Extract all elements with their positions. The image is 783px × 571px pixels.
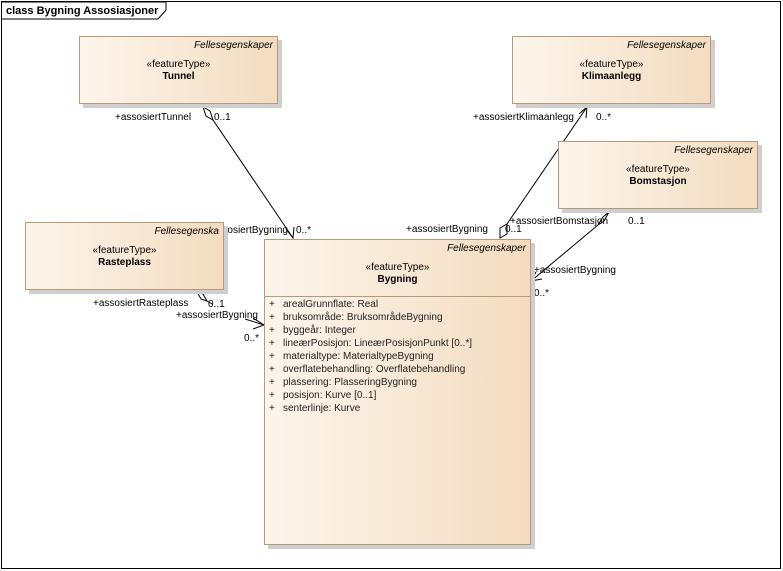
role-assosiert-bygning-klimaanlegg: +assosiertBygning — [406, 224, 488, 235]
class-name: Bomstasjon — [629, 176, 687, 187]
frame-title-tab — [2, 1, 167, 20]
role-assosiert-bygning-bomstasjon: +assosiertBygning — [534, 265, 616, 276]
attribute-text: lineærPosisjon: LineærPosisjonPunkt [0..… — [283, 338, 472, 349]
visibility-marker: + — [269, 312, 275, 323]
multiplicity-tunnel: 0..1 — [214, 112, 231, 123]
attribute-row[interactable]: + bruksområde: BruksområdeBygning — [269, 311, 472, 324]
role-assosiert-tunnel: +assosiertTunnel — [115, 112, 191, 123]
multiplicity-bygning-klimaanlegg: 0..1 — [505, 224, 522, 235]
stereotype-label: «featureType» — [146, 59, 211, 70]
visibility-marker: + — [269, 390, 275, 401]
attribute-text: senterlinje: Kurve — [283, 403, 361, 414]
arrowhead-icon — [285, 226, 295, 240]
attribute-row[interactable]: + senterlinje: Kurve — [269, 402, 472, 415]
visibility-marker: + — [269, 299, 275, 310]
package-label: Fellesegenskaper — [447, 243, 526, 254]
multiplicity-bygning-rasteplass: 0..* — [244, 333, 259, 344]
association-tunnel[interactable] — [202, 105, 295, 240]
association-line-short — [206, 300, 213, 305]
stereotype-label: «featureType» — [626, 164, 690, 175]
visibility-marker: + — [269, 351, 275, 362]
association-line — [212, 119, 294, 239]
multiplicity-bomstasjon: 0..1 — [628, 216, 645, 227]
attribute-list: + arealGrunnflate: Real + bruksområde: Bruk… — [269, 298, 472, 415]
compartment-divider — [265, 296, 530, 297]
attribute-text: byggeår: Integer — [283, 325, 356, 336]
stereotype-label: «featureType» — [92, 245, 157, 256]
frame-title: class Bygning Assosiasjoner — [6, 5, 159, 17]
class-bomstasjon[interactable]: Fellesegenskaper «featureType» Bomstasjo… — [558, 141, 758, 209]
package-label: Fellesegenskaper — [627, 40, 706, 51]
attribute-text: bruksområde: BruksområdeBygning — [283, 312, 443, 323]
visibility-marker: + — [269, 364, 275, 375]
class-name: Rasteplass — [98, 257, 151, 268]
association-line-short — [608, 208, 618, 213]
class-klimaanlegg[interactable]: Fellesegenskaper «featureType» Klimaanle… — [512, 36, 711, 104]
association-line — [506, 106, 588, 225]
association-bomstasjon[interactable] — [530, 208, 618, 282]
role-assosiert-klimaanlegg: +assosiertKlimaanlegg — [473, 112, 574, 123]
attribute-text: arealGrunnflate: Real — [283, 299, 379, 310]
association-line — [530, 224, 599, 282]
attribute-row[interactable]: + lineærPosisjon: LineærPosisjonPunkt [0.… — [269, 337, 472, 350]
role-assosiert-bygning-rasteplass: +assosiertBygning — [176, 310, 258, 321]
aggregation-diamond-icon — [202, 105, 214, 122]
aggregation-diamond-icon — [499, 223, 508, 239]
attribute-row[interactable]: + plassering: PlasseringBygning — [269, 376, 472, 389]
association-rasteplass[interactable] — [195, 291, 266, 330]
class-name: Klimaanlegg — [581, 71, 642, 82]
stereotype-label: «featureType» — [579, 59, 644, 70]
visibility-marker: + — [269, 325, 275, 336]
arrowhead-icon — [530, 271, 543, 282]
multiplicity-klimaanlegg: 0..* — [596, 112, 611, 123]
role-assosiert-bomstasjon: +assosiertBomstasjon — [510, 216, 608, 227]
multiplicity-bygning-tunnel: 0..* — [296, 225, 311, 236]
visibility-marker: + — [269, 377, 275, 388]
association-line — [244, 318, 265, 326]
multiplicity-bygning-bomstasjon: 0..* — [534, 288, 549, 299]
class-name: Bygning — [377, 274, 418, 285]
aggregation-diamond-icon — [195, 291, 209, 302]
attribute-row[interactable]: + posisjon: Kurve [0..1] — [269, 389, 472, 402]
attribute-row[interactable]: + byggeår: Integer — [269, 324, 472, 337]
stereotype-label: «featureType» — [365, 262, 430, 273]
visibility-marker: + — [269, 403, 275, 414]
arrowhead-icon — [578, 105, 588, 119]
role-assosiert-rasteplass: +assosiertRasteplass — [93, 298, 188, 309]
package-label: Fellesegenska — [154, 226, 219, 237]
attribute-text: overflatebehandling: Overflatebehandling — [283, 364, 466, 375]
role-assosiert-bygning-tunnel: +assosiertBygning — [206, 225, 288, 236]
attribute-row[interactable]: + materialtype: MaterialtypeBygning — [269, 350, 472, 363]
visibility-marker: + — [269, 338, 275, 349]
package-label: Fellesegenskaper — [674, 145, 753, 156]
package-label: Fellesegenskaper — [194, 40, 273, 51]
class-rasteplass[interactable]: Fellesegenska «featureType» Rasteplass — [25, 222, 224, 290]
class-tunnel[interactable]: Fellesegenskaper «featureType» Tunnel — [79, 36, 278, 104]
attribute-row[interactable]: + arealGrunnflate: Real — [269, 298, 472, 311]
attribute-text: posisjon: Kurve [0..1] — [283, 390, 377, 401]
class-bygning[interactable]: Fellesegenskaper «featureType» Bygning +… — [264, 239, 531, 545]
attribute-text: materialtype: MaterialtypeBygning — [283, 351, 434, 362]
association-klimaanlegg[interactable] — [499, 105, 588, 239]
attribute-text: plassering: PlasseringBygning — [283, 377, 417, 388]
multiplicity-rasteplass: 0..1 — [208, 299, 225, 310]
attribute-row[interactable]: + overflatebehandling: Overflatebehandlin… — [269, 363, 472, 376]
class-name: Tunnel — [162, 71, 195, 82]
